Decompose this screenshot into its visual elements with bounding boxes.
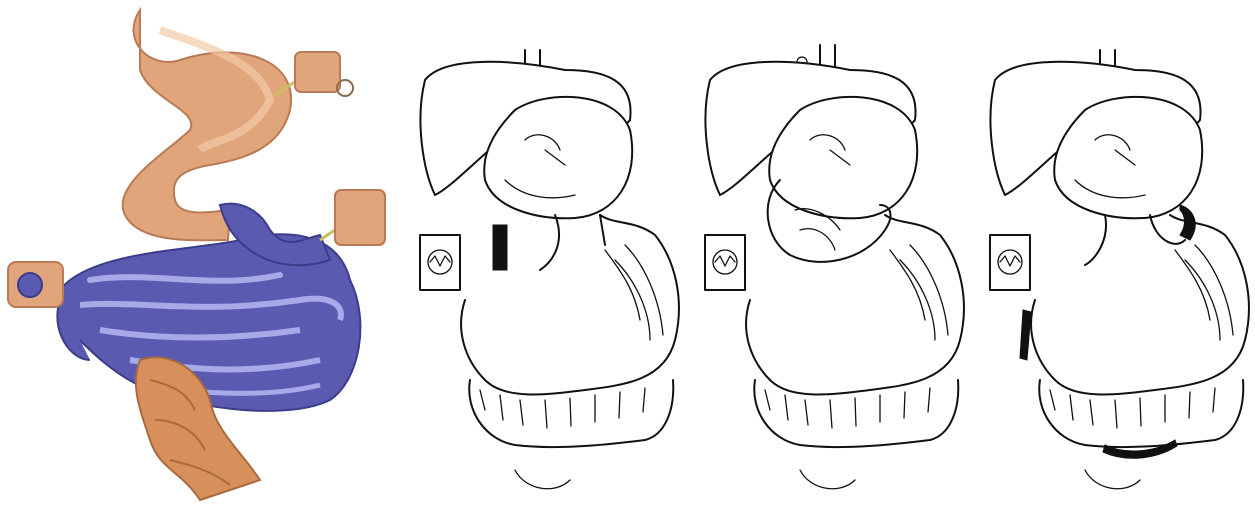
stoma-box bbox=[420, 235, 460, 290]
small-bowel bbox=[1031, 215, 1249, 394]
anatomy-line-drawing-3 bbox=[975, 0, 1255, 508]
panel-line-drawing-1 bbox=[405, 0, 690, 508]
bowel-illustration bbox=[0, 0, 400, 508]
shaded-segment bbox=[493, 225, 507, 270]
panel-color-illustration bbox=[0, 0, 400, 508]
anatomy-line-drawing-1 bbox=[405, 0, 690, 508]
panel-line-drawing-3 bbox=[975, 0, 1255, 508]
small-bowel bbox=[746, 215, 964, 394]
stoma-box bbox=[990, 235, 1030, 290]
panel-line-drawing-2 bbox=[690, 0, 975, 508]
shaded-colon-bottom bbox=[1103, 440, 1177, 458]
stoma-end-right bbox=[320, 190, 385, 245]
stoma-end-left bbox=[8, 262, 63, 307]
stoma-box bbox=[705, 235, 745, 290]
shaded-colon-edge-left bbox=[1020, 310, 1031, 360]
anatomy-line-drawing-2 bbox=[690, 0, 975, 508]
